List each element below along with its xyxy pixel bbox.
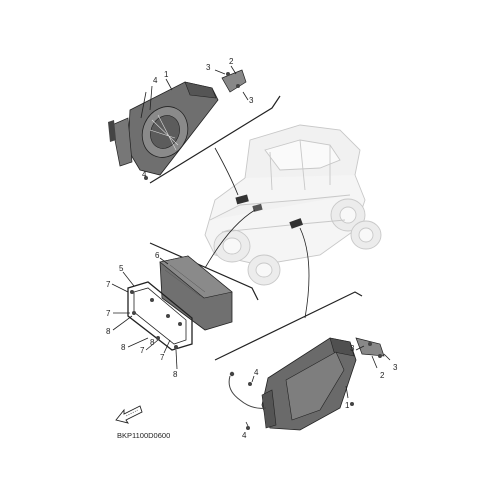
callout-8: 8 (121, 343, 126, 352)
right-panel-outline (214, 291, 363, 361)
vehicle-illustration (204, 124, 382, 286)
callout-6: 6 (155, 251, 160, 260)
vehicle-part-highlight (289, 218, 304, 229)
right-speaker-assembly (228, 337, 385, 431)
callout-5: 5 (119, 264, 124, 273)
leader-line (204, 209, 256, 269)
callout-3: 3 (249, 96, 254, 105)
callout-2: 2 (380, 371, 385, 380)
callout-4: 4 (153, 76, 158, 85)
callout-8: 8 (150, 338, 155, 347)
front-arrow-icon (115, 405, 143, 424)
callout-3: 3 (393, 363, 398, 372)
leader-line (299, 227, 310, 319)
callout-7: 7 (106, 309, 111, 318)
top-panel-outline (149, 95, 281, 184)
leader-line (214, 147, 239, 196)
callout-1: 1 (345, 401, 350, 410)
callout-7: 7 (106, 280, 111, 289)
vehicle-part-highlight (235, 194, 249, 205)
callout-4: 4 (142, 170, 147, 179)
callout-8: 8 (106, 327, 111, 336)
callout-2: 2 (229, 57, 234, 66)
callout-1: 1 (164, 70, 169, 79)
callout-7: 7 (160, 353, 165, 362)
left-module-assembly (127, 255, 233, 351)
diagram-code: BKP1100D0600 (117, 431, 170, 440)
callout-4: 4 (254, 368, 259, 377)
callout-7: 7 (140, 346, 145, 355)
callout-3: 3 (206, 63, 211, 72)
top-speaker-assembly (108, 69, 247, 180)
callout-8: 8 (173, 370, 178, 379)
callout-4: 4 (242, 431, 247, 440)
callout-3: 3 (350, 344, 355, 353)
